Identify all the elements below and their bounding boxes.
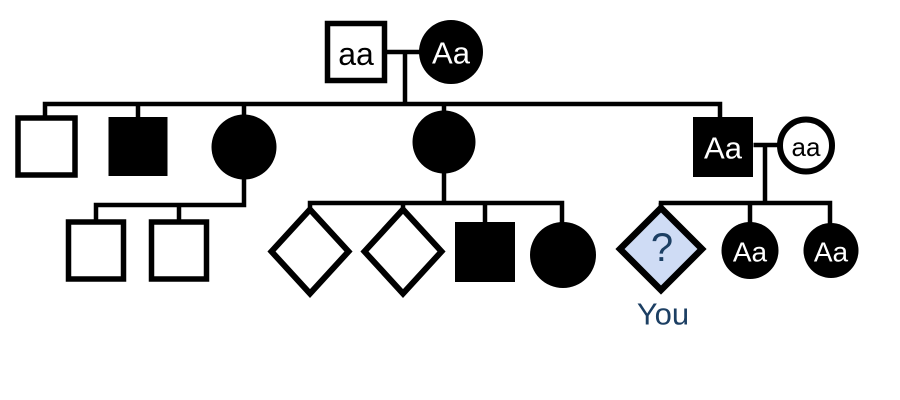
gen3-mid-child1-diamond — [267, 205, 353, 298]
gen3-right-child3-circle — [803, 223, 859, 278]
gen3-left-child2-square — [148, 219, 210, 282]
gen2-spouse-circle — [777, 116, 835, 175]
sibship-line-gen3-left — [93, 175, 247, 225]
gen3-right-child2-circle — [721, 222, 779, 279]
gen3-mid-child2-diamond — [360, 205, 446, 298]
gen2-child1-square — [15, 115, 78, 178]
sibship-line-gen3-middle — [307, 200, 565, 223]
gen2-spouse-genotype: aa — [792, 132, 821, 162]
gen2-child5-genotype: Aa — [704, 131, 743, 166]
gen3-mid-child4-circle — [530, 222, 596, 288]
gen2-child4-circle — [412, 110, 476, 174]
gen2-child5-square — [693, 117, 753, 177]
gen1-mother-genotype: Aa — [432, 36, 471, 71]
gen1-mother-circle — [419, 20, 483, 84]
sibship-line-gen2 — [42, 101, 723, 121]
gen1-father-square — [324, 20, 388, 84]
you-label: You — [637, 297, 689, 332]
gen2-child2-square — [108, 117, 168, 176]
sibship-line-gen3-right — [658, 200, 833, 224]
gen3-left-child1-square — [65, 219, 127, 282]
gen3-right-child2-genotype: Aa — [733, 237, 768, 268]
pedigree-lines — [42, 49, 833, 225]
you-query-mark: ? — [651, 226, 673, 270]
gen2-child3-circle — [211, 114, 277, 180]
gen3-mid-child3-square — [455, 222, 515, 282]
gen1-father-genotype: aa — [338, 36, 374, 72]
gen3-right-child3-genotype: Aa — [814, 237, 849, 268]
gen3-you-diamond — [615, 203, 707, 295]
